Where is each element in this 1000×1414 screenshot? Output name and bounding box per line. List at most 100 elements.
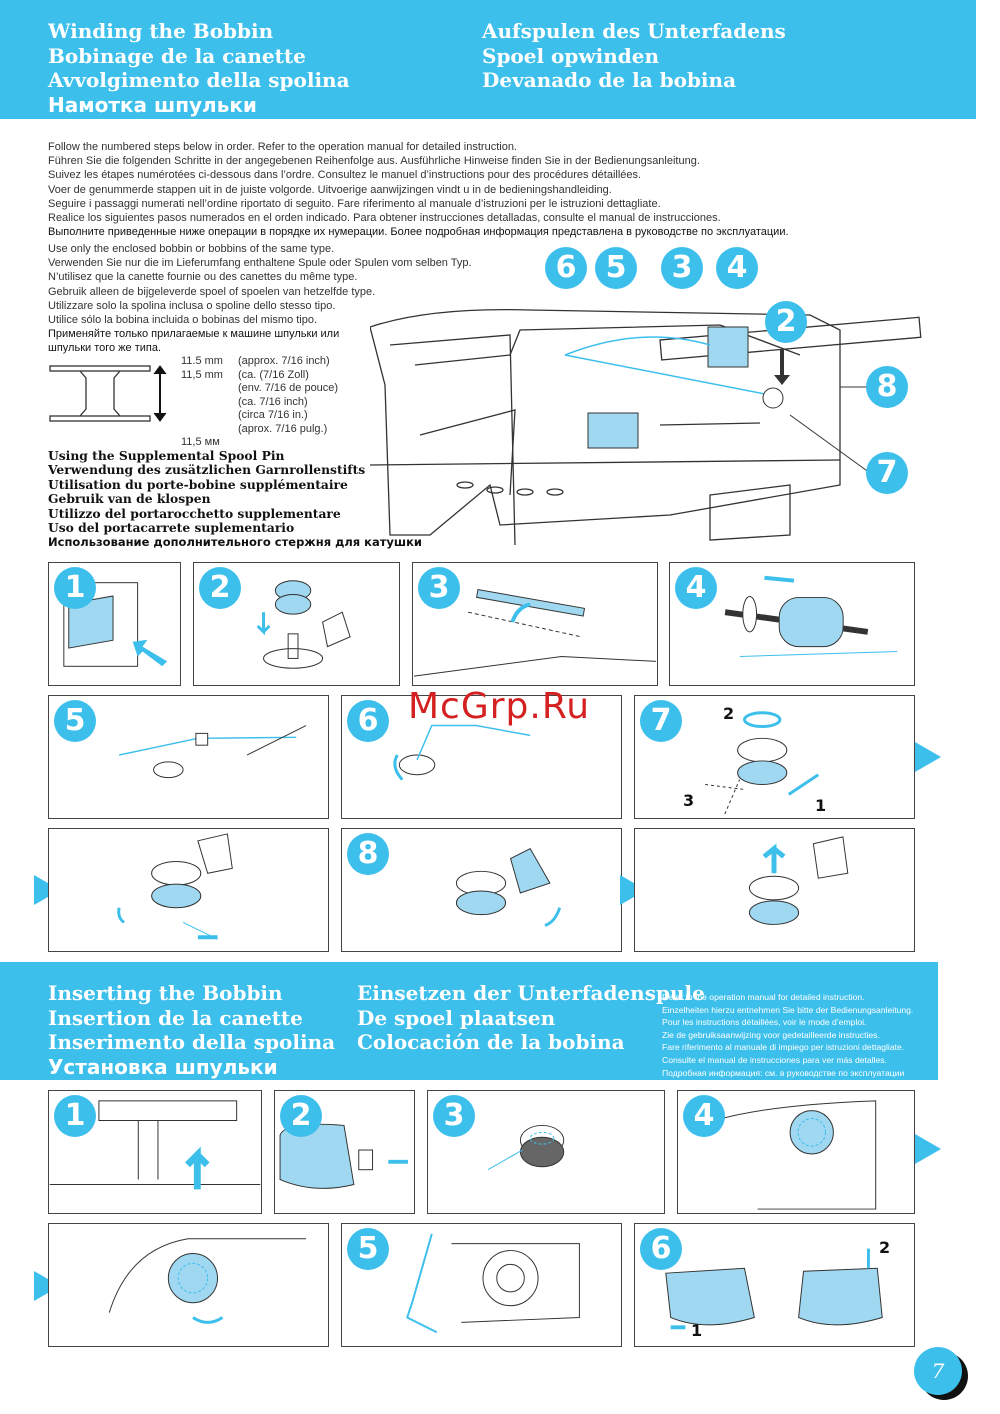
title-fr: Bobinage de la canette [48, 43, 306, 68]
dimension-mm: 11.5 mm 11,5 mm [181, 355, 223, 382]
note-line: Utilice sólo la bobina incluida o bobina… [48, 314, 318, 327]
title-en: Winding the Bobbin [48, 19, 274, 43]
inch-value: (approx. 7/16 inch) [238, 355, 330, 367]
inch-value: (circa 7/16 in.) [238, 409, 308, 421]
title-it: Avvolgimento della spolina [48, 68, 350, 92]
intro-line: Seguire i passaggi numerati nell’ordine … [48, 197, 661, 210]
diagram-step-3: 3 [661, 247, 703, 289]
note-line: Pour les instructions détaillées, voir l… [662, 1017, 867, 1028]
inserting-step-1-panel: 1 [48, 1090, 262, 1214]
inserting-step-3-panel: 3 [427, 1090, 665, 1214]
inserting-step-5-panel: 5 [341, 1223, 622, 1347]
inserting-title-nl: De spoel plaatsen [357, 1005, 556, 1030]
step-number: 3 [418, 567, 460, 609]
title-right: Aufspulen des Unterfadens Spoel opwinden… [482, 19, 786, 93]
title-left: Winding the Bobbin Bobinage de la canett… [48, 19, 350, 117]
note-line: Zie de gebruiksaanwijzing voor gedetaill… [662, 1029, 880, 1040]
bobbin-dimension-diagram [49, 365, 167, 422]
watermark: McGrp.Ru [408, 686, 591, 727]
intro-line: Выполните приведенные ниже операции в по… [48, 226, 789, 239]
note-line: Verwenden Sie nur die im Lieferumfang en… [48, 257, 472, 270]
step-number: 5 [54, 700, 96, 742]
header-band [0, 0, 976, 119]
intro-line: Führen Sie die folgenden Schritte in der… [48, 155, 700, 168]
step-number: 3 [433, 1095, 475, 1137]
inserting-title-left: Inserting the Bobbin Insertion de la can… [48, 981, 335, 1079]
label-2: 2 [879, 1238, 891, 1257]
inserting-step-6-panel: 6 1 2 [634, 1223, 915, 1347]
note-line: Подробная информация: см. в руководстве … [662, 1067, 905, 1078]
spool-pin-line: Utilizzo del portarocchetto supplementar… [48, 505, 341, 521]
label-1: 1 [691, 1321, 703, 1340]
intro-text: Follow the numbered steps below in order… [48, 140, 789, 239]
winding-step-1-panel: 1 [48, 562, 181, 686]
winding-step-5-panel: 5 [48, 695, 329, 819]
inserting-title-right: Einsetzen der Unterfadenspule De spoel p… [357, 981, 705, 1055]
diagram-step-8: 8 [866, 366, 908, 408]
inch-value: (ca. 7/16 inch) [238, 395, 308, 408]
page-number: 7 [914, 1347, 962, 1395]
mm-value: 11.5 mm [181, 355, 223, 367]
dimension-inch: (approx. 7/16 inch) (ca. (7/16 Zoll) (en… [238, 355, 338, 436]
inserting-title-ru: Установка шпульки [48, 1054, 278, 1079]
inserting-step-2-panel: 2 [274, 1090, 415, 1214]
spool-pin-line: Verwendung des zusätzlichen Garnrollenst… [48, 462, 366, 478]
mm-value: 11,5 mm [181, 368, 223, 381]
spool-pin-line: Utilisation du porte-bobine supplémentai… [48, 476, 348, 492]
step-number: 6 [640, 1228, 682, 1270]
step-number: 1 [54, 567, 96, 609]
inserting-title-es: Colocación de la bobina [357, 1030, 625, 1054]
step-number: 6 [347, 700, 389, 742]
label-2: 2 [723, 704, 735, 723]
spool-pin-heading: Using the Supplemental Spool Pin Verwend… [48, 448, 422, 550]
winding-step-8b-panel [634, 828, 915, 952]
dimension-mm-ru: 11,5 мм [181, 436, 220, 448]
diagram-step-7: 7 [866, 452, 908, 494]
step-number: 2 [280, 1095, 322, 1137]
intro-line: Follow the numbered steps below in order… [48, 141, 517, 153]
step-number: 8 [347, 833, 389, 875]
step-number: 4 [675, 567, 717, 609]
spool-pin-line: Gebruik van de klospen [48, 491, 211, 507]
label-3: 3 [683, 791, 695, 810]
inserting-step-4b-panel [48, 1223, 329, 1347]
inserting-title-fr: Insertion de la canette [48, 1005, 303, 1030]
note-line: Fare riferimento al manuale di impiego p… [662, 1042, 905, 1053]
intro-line: Realice los siguientes pasos numerados e… [48, 212, 721, 225]
spool-pin-line: Uso del portacarrete suplementario [48, 520, 295, 536]
note-line: Einzelheiten hierzu entnehmen Sie bitte … [662, 1004, 914, 1015]
winding-step-7b-panel [48, 828, 329, 952]
note-line: Utilizzare solo la spolina inclusa o spo… [48, 299, 336, 312]
spool-pin-line: Использование дополнительного стержня дл… [48, 535, 422, 550]
title-ru: Намотка шпульки [48, 92, 257, 117]
winding-step-3-panel: 3 [412, 562, 658, 686]
intro-line: Voer de genummerde stappen uit in de jui… [48, 183, 612, 196]
inserting-title-de: Einsetzen der Unterfadenspule [357, 981, 705, 1005]
sewing-machine-diagram [370, 308, 922, 546]
inserting-notes: Refer to the operation manual for detail… [662, 991, 913, 1079]
title-nl: Spoel opwinden [482, 43, 659, 68]
diagram-step-5: 5 [595, 247, 637, 289]
step-number: 5 [347, 1228, 389, 1270]
inserting-band [0, 962, 938, 1080]
winding-step-7-panel: 7 2 3 1 [634, 695, 915, 819]
inch-value: (env. 7/16 de pouce) [238, 382, 339, 394]
label-1: 1 [815, 796, 827, 815]
winding-step-4-panel: 4 [669, 562, 915, 686]
inserting-title-it: Inserimento della spolina [48, 1030, 336, 1054]
note-line: Use only the enclosed bobbin or bobbins … [48, 243, 335, 255]
diagram-step-6: 6 [545, 247, 587, 289]
note-line: Refer to the operation manual for detail… [662, 992, 865, 1002]
note-line: Применяйте только прилагаемые к машине ш… [48, 328, 340, 341]
next-arrow-icon [915, 1134, 941, 1164]
intro-line: Suivez les étapes numérotées ci-dessous … [48, 169, 642, 182]
note-line: Gebruik alleen de bijgeleverde spoel of … [48, 285, 376, 298]
next-arrow-icon [915, 742, 941, 772]
winding-step-2-panel: 2 [193, 562, 400, 686]
diagram-step-4: 4 [716, 247, 758, 289]
title-de: Aufspulen des Unterfadens [482, 19, 786, 43]
step-number: 4 [683, 1095, 725, 1137]
note-line: Consulte el manual de instrucciones para… [662, 1054, 887, 1065]
note-line: шпульки того же типа. [48, 342, 162, 355]
winding-step-8-panel: 8 [341, 828, 622, 952]
